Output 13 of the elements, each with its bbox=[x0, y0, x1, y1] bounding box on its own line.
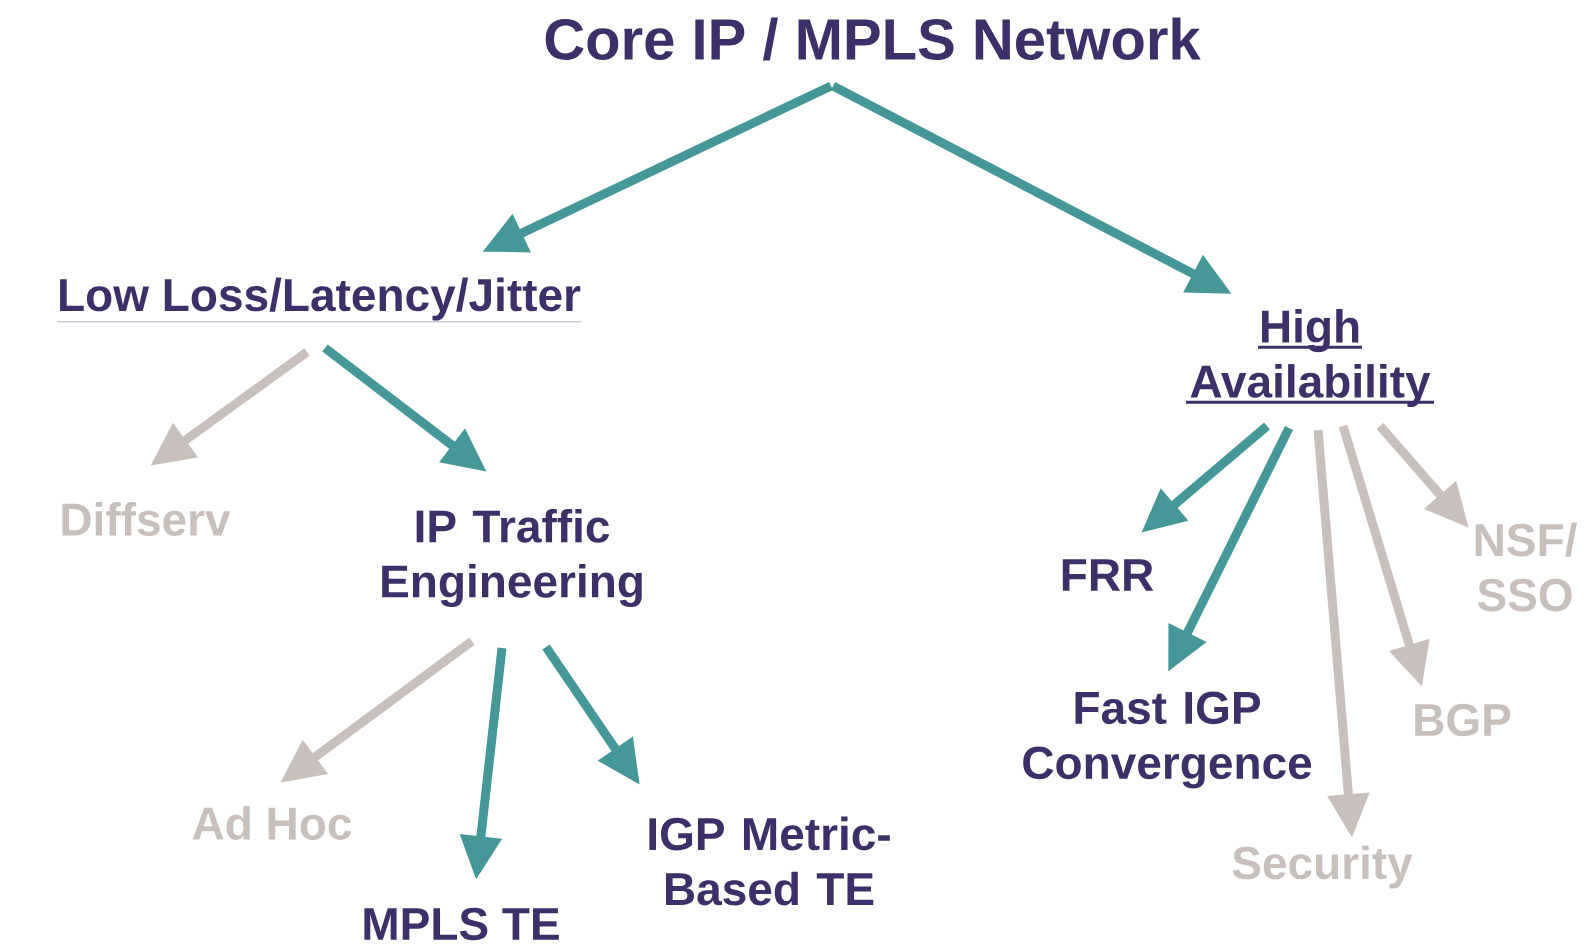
heading-text: Low Loss/Latency/Jitter bbox=[56, 277, 582, 323]
label-text: Security bbox=[1232, 845, 1413, 889]
label-text: IP Traffic Engineering bbox=[382, 508, 642, 608]
label-text: BGP bbox=[1415, 703, 1511, 737]
label-text: Fast IGP Convergence bbox=[1023, 691, 1312, 789]
title-text: Core IP / MPLS Network bbox=[545, 17, 1201, 61]
label-text: MPLS TE bbox=[364, 907, 559, 941]
label-text: Ad Hoc bbox=[192, 806, 352, 840]
label-text: FRR bbox=[1062, 559, 1154, 591]
heading-text: High Availability bbox=[1186, 309, 1434, 407]
label-text: IGP Metric-Based TE bbox=[649, 816, 890, 906]
label-text: NSF/ SSO bbox=[1475, 522, 1577, 612]
label-text: Diffserv bbox=[62, 502, 231, 536]
